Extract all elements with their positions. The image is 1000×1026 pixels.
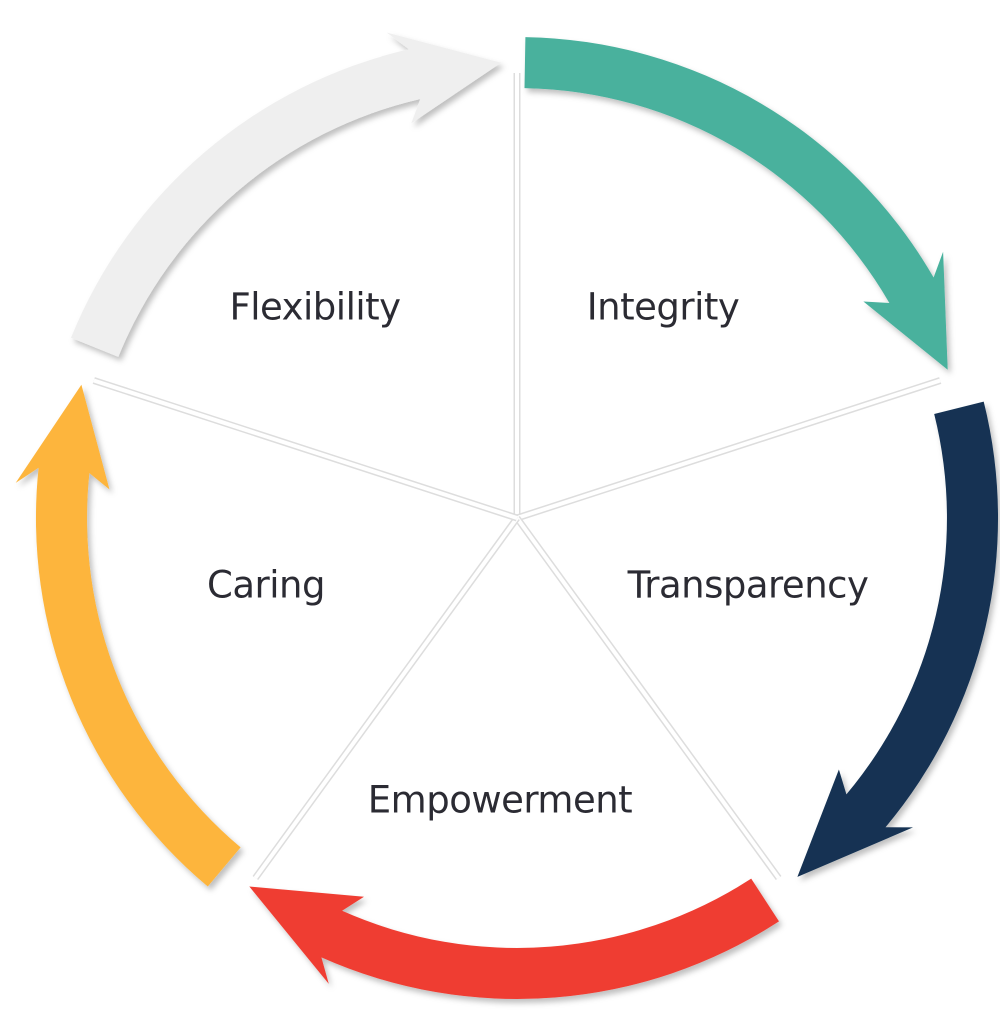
segment-label-flexibility: Flexibility: [229, 285, 401, 329]
segment-label-integrity: Integrity: [586, 285, 740, 329]
segment-divider: [515, 516, 781, 880]
cycle-arrow-caring: [15, 384, 241, 887]
segment-divider: [253, 516, 519, 880]
segment-divider: [93, 378, 518, 520]
segment-label-transparency: Transparency: [627, 563, 869, 607]
segment-label-empowerment: Empowerment: [367, 778, 633, 822]
cycle-arrow-empowerment: [249, 878, 780, 999]
cycle-arrow-transparency: [797, 401, 999, 877]
cycle-arrow-integrity: [524, 37, 948, 370]
segment-divider: [516, 378, 941, 520]
segment-label-caring: Caring: [207, 563, 325, 607]
cycle-arrow-flexibility: [71, 32, 502, 357]
